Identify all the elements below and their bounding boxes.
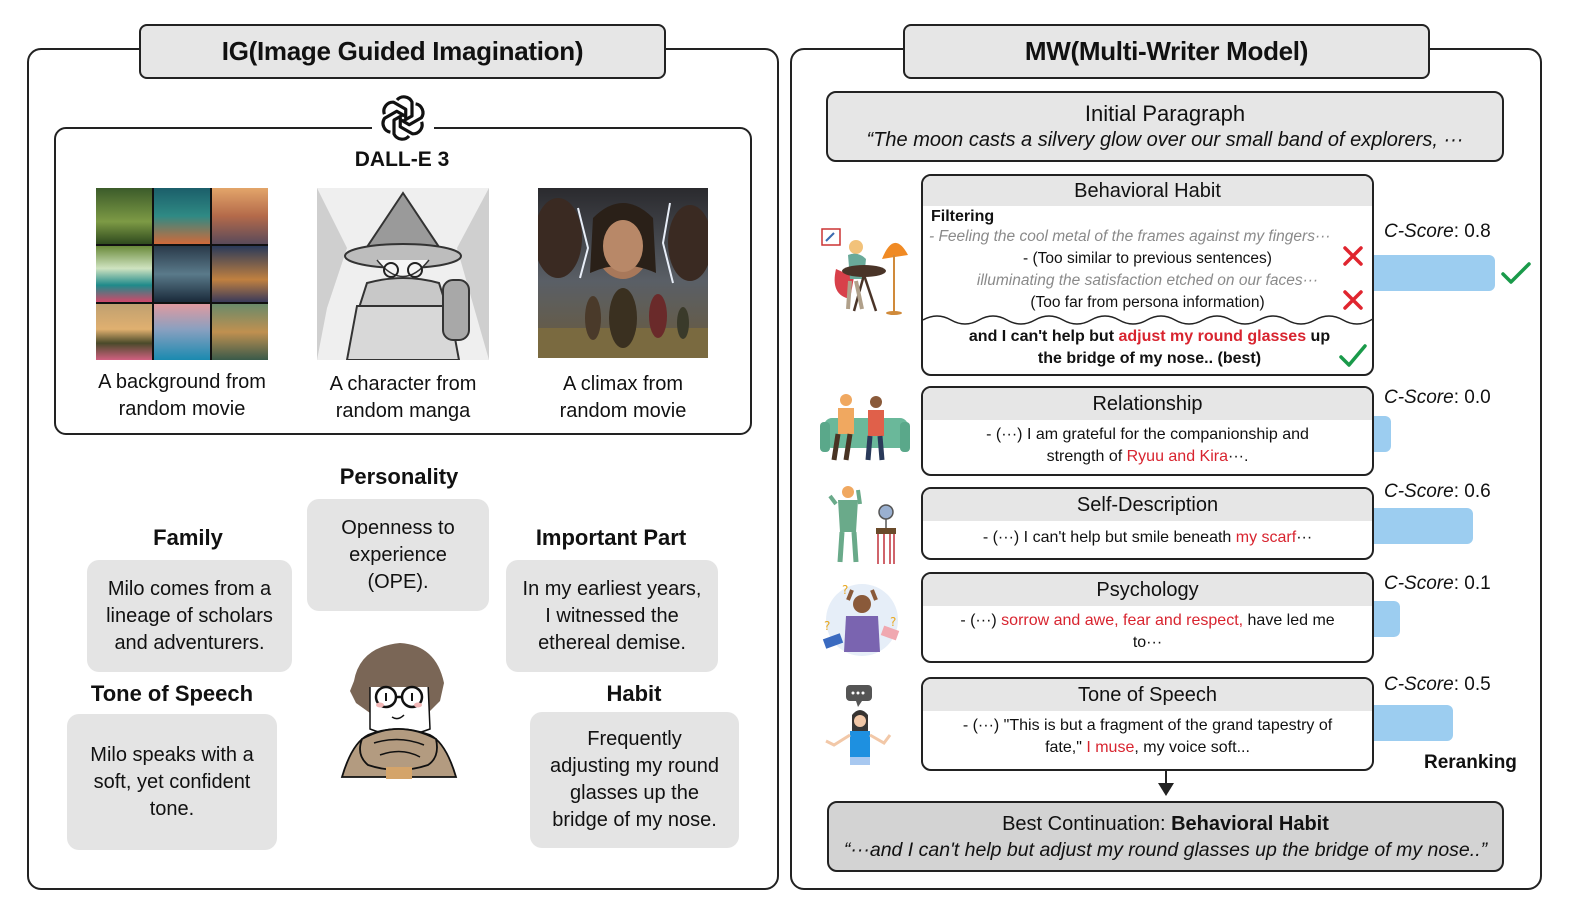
dalle-label: DALL-E 3: [354, 148, 450, 171]
persona-character-avatar: [340, 643, 458, 779]
openai-logo-icon: [372, 93, 434, 145]
writer-title: Tone of Speech: [923, 679, 1372, 711]
svg-text:?: ?: [842, 583, 848, 597]
cscore-bar-self-description: [1374, 508, 1473, 544]
best-continuation-winner: Behavioral Habit: [1171, 813, 1329, 835]
bubble-tone-of-speech: Milo speaks with a soft, yet confident t…: [67, 714, 277, 850]
best-candidate: and I can't help but adjust my round gla…: [968, 328, 1331, 367]
filtering-label: Filtering: [931, 208, 995, 225]
filtered-candidate-2: illuminating the satisfaction etched on …: [976, 272, 1319, 289]
initial-paragraph-quote: “The moon casts a silvery glow over our …: [866, 129, 1464, 151]
selected-check-icon: [1501, 262, 1531, 284]
svg-text:?: ?: [890, 615, 896, 629]
cscore-bar-tone-of-speech: [1374, 705, 1453, 741]
cscore-self-description: C-Score: 0.6: [1384, 481, 1491, 502]
cscore-bar-behavioral-habit: [1374, 255, 1495, 291]
filtered-candidate-1: - Feeling the cool metal of the frames a…: [929, 228, 1331, 245]
mw-panel-title: MW(Multi-Writer Model): [903, 24, 1430, 79]
behavioral-habit-illustration-icon: [820, 225, 912, 320]
best-continuation-quote: “···and I can't help but adjust my round…: [843, 839, 1488, 861]
cscore-tone-of-speech: C-Score: 0.5: [1384, 674, 1491, 695]
writer-output: - (···) I can't help but smile beneath m…: [982, 529, 1313, 546]
accept-check-icon: [1339, 344, 1367, 367]
bubble-habit: Frequently adjusting my round glasses up…: [530, 712, 739, 848]
reranking-label: Reranking: [1424, 752, 1517, 773]
image-caption-background: A background from random movie: [98, 371, 266, 420]
writer-behavioral-habit: Behavioral Habit Filtering - Feeling the…: [921, 174, 1374, 376]
writer-psychology: Psychology - (···) sorrow and awe, fear …: [921, 572, 1374, 663]
writer-title: Relationship: [923, 388, 1372, 420]
tone-of-speech-illustration-icon: [824, 683, 896, 767]
writer-output: - (···) sorrow and awe, fear and respect…: [960, 612, 1335, 651]
cscore-bar-relationship: [1374, 416, 1391, 452]
down-arrow-icon: [1158, 771, 1174, 796]
bubble-important-part: In my earliest years, I witnessed the et…: [506, 560, 718, 672]
cscore-behavioral-habit: C-Score: 0.8: [1384, 221, 1491, 242]
psychology-illustration-icon: ? ? ?: [818, 580, 906, 656]
writer-title: Self-Description: [923, 489, 1372, 521]
writer-relationship: Relationship - (···) I am grateful for t…: [921, 386, 1374, 476]
bubble-family: Milo comes from a lineage of scholars an…: [87, 560, 292, 672]
attr-title-family: Family: [153, 525, 223, 550]
wavy-divider: [923, 315, 1372, 325]
relationship-illustration-icon: [820, 392, 910, 464]
manga-character-image: [317, 188, 489, 360]
initial-paragraph-box: Initial Paragraph “The moon casts a silv…: [826, 91, 1504, 162]
cscore-relationship: C-Score: 0.0: [1384, 387, 1491, 408]
movie-climax-image: [538, 188, 708, 358]
writer-title: Psychology: [923, 574, 1372, 606]
writer-self-description: Self-Description - (···) I can't help bu…: [921, 487, 1374, 560]
best-continuation-box: Best Continuation: Behavioral Habit “···…: [827, 801, 1504, 872]
cscore-psychology: C-Score: 0.1: [1384, 573, 1491, 594]
initial-paragraph-title: Initial Paragraph: [1084, 101, 1246, 126]
best-continuation-label: Best Continuation:: [1002, 813, 1172, 835]
cscore-bar-psychology: [1374, 601, 1400, 637]
bubble-personality: Openness to experience (OPE).: [307, 499, 489, 611]
image-caption-character: A character from random manga: [329, 373, 477, 422]
svg-text:?: ?: [824, 619, 830, 633]
attr-title-habit: Habit: [606, 681, 662, 706]
writer-tone-of-speech: Tone of Speech - (···) "This is but a fr…: [921, 677, 1374, 771]
reject-cross-icon: [1343, 246, 1363, 266]
attr-title-personality: Personality: [339, 464, 459, 489]
reject-cross-icon: [1343, 290, 1363, 310]
attr-title-important-part: Important Part: [535, 525, 687, 550]
writer-title: Behavioral Habit: [923, 176, 1372, 206]
background-image: [96, 188, 268, 360]
self-description-illustration-icon: [828, 484, 904, 566]
writer-output: - (···) "This is but a fragment of the g…: [962, 717, 1333, 756]
filter-reason-2: (Too far from persona information): [1030, 294, 1265, 311]
writer-output: - (···) I am grateful for the companions…: [986, 426, 1309, 465]
filter-reason-1: - (Too similar to previous sentences): [1023, 250, 1272, 267]
image-caption-climax: A climax from random movie: [559, 373, 687, 422]
attr-title-tone-of-speech: Tone of Speech: [90, 681, 254, 706]
ig-panel-title: IG(Image Guided Imagination): [139, 24, 666, 79]
